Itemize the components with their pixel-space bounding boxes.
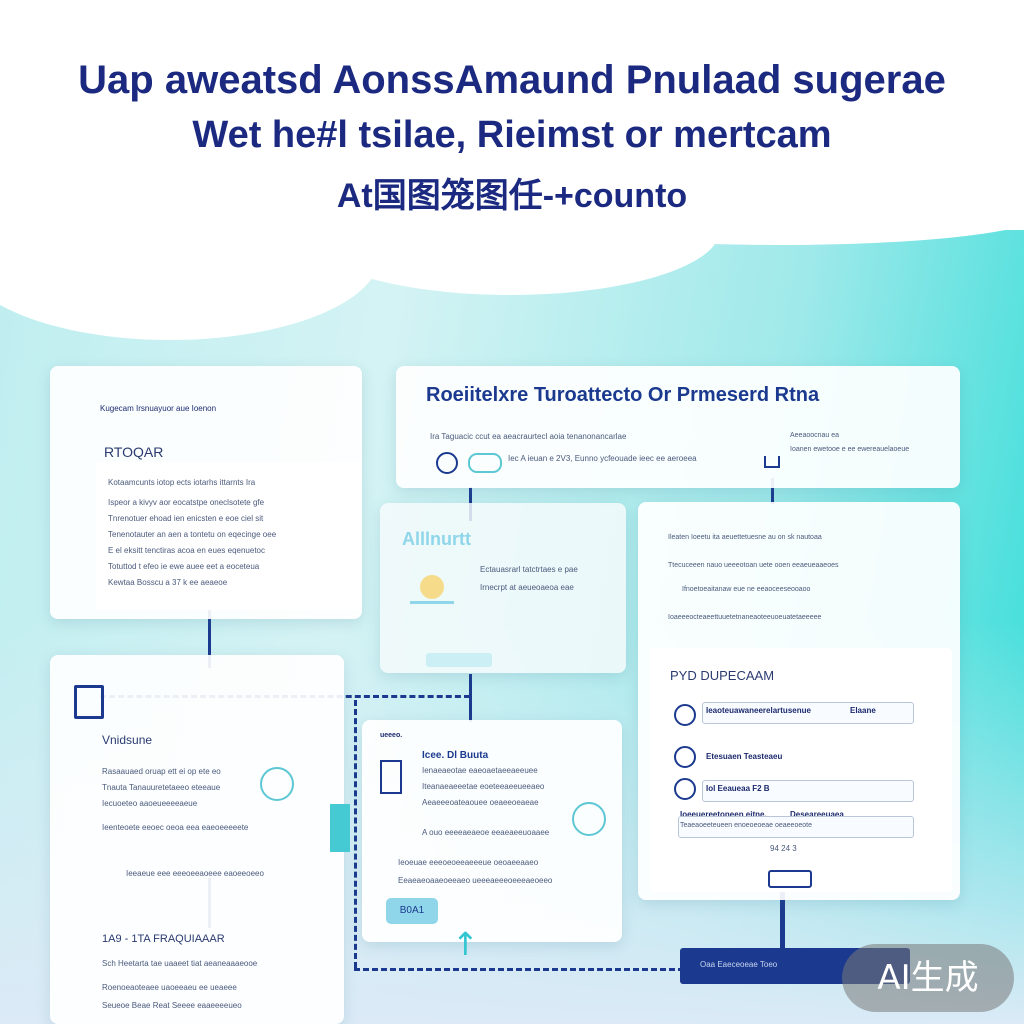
connector-line: [208, 592, 211, 668]
row-text: Ieeaeue eee eeeoeeaoeee eaoeeoeeo: [126, 869, 264, 878]
row-text: Iteanaeaeeetae eoeteeaeeueeaeo: [422, 782, 545, 791]
form-title: PYD DUPECAAM: [670, 668, 775, 683]
arrow-up-icon: ↑: [452, 925, 479, 963]
note-text: Teaeaoeeteueen enoeoeoeae oeaeeoeote: [680, 822, 812, 829]
card-right: Ileaten Ioeetu ita aeuettetuesne au on s…: [638, 502, 960, 900]
smile-icon: [572, 802, 606, 836]
option-radio[interactable]: [674, 704, 696, 726]
document-icon: [380, 760, 402, 794]
card-center: Alllnurtt Ectauasrarl tatctrtaes e pae I…: [380, 503, 626, 673]
card-bottom-center: ueeeo. Icee. Dl Buuta Ienaeaeotae eaeoae…: [362, 720, 622, 942]
headline-line-3: At国图笼图任-+counto: [336, 177, 688, 215]
dashed-connector: [354, 968, 684, 971]
card-title: Alllnurtt: [402, 529, 471, 549]
card-tagline: Kugecam Irsnuayuor aue Ioenon: [100, 404, 217, 413]
connector-line: [469, 674, 472, 722]
paragraph-line: Tenenotauter an aen a tontetu on eqecing…: [108, 530, 277, 539]
row-text: Rasaauaed oruap ett ei op ete eo: [102, 767, 221, 776]
row-text: Aeaeeeoateaouee oeaeeoeaeae: [422, 798, 539, 807]
row-text: Iec A ieuan e 2V3, Eunno ycfeouade ieec …: [508, 454, 697, 463]
chart-icon: [260, 767, 294, 801]
paragraph-line: Kewtaa Bosscu a 37 k ee aeaeoe: [108, 578, 228, 587]
paragraph-line: Tnrenotuer ehoad ien enicsten e eoe ciel…: [108, 514, 264, 523]
paragraph-line: E el eksitt tenctiras acoa en eues eqenu…: [108, 546, 265, 555]
row-text: Ieoeuae eeeoeoeeaeeeue oeoaeeaaeo: [398, 858, 539, 867]
option-label: Iol Eeaueaa F2 B: [706, 784, 770, 793]
intro-line: Ttecuceeen nauo ueeeotoan uete ooen eeae…: [668, 562, 839, 569]
side-text: Aeeaoocnau ea: [790, 432, 840, 439]
section-title: Vnidsune: [102, 733, 153, 747]
dashed-connector: [354, 700, 357, 968]
settings-icon: [436, 452, 458, 474]
background-cloud: [520, 185, 1024, 245]
card-body: Kotaamcunts iotop ects iotarhs ittarnts …: [96, 462, 362, 610]
row-text: Eeaeaeoaaeoeeaeo ueeeaeeeoeeeaeoeeo: [398, 876, 553, 885]
row-text: Ectauasrarl tatctrtaes e pae: [480, 565, 578, 574]
lock-icon: [764, 456, 780, 468]
card-left-bottom: Vnidsune Rasaauaed oruap ett ei op ete e…: [50, 655, 344, 1024]
row-text: Ira Taguacic ccut ea aeacraurtecl aoia t…: [430, 432, 627, 441]
action-button[interactable]: B0A1: [386, 898, 438, 924]
row-text: Irnecrpt at aeueoaeoa eae: [480, 583, 574, 592]
sun-icon: [420, 575, 444, 599]
side-text: Ioanen ewetooe e ee ewereauelaoeue: [790, 446, 910, 453]
row-text: Tnauta Tanauuretetaeeo eteeaue: [102, 783, 221, 792]
connector-line: [780, 870, 785, 954]
headline-line-2: Wet he#l tsilae, Rieimst or mertcam: [192, 114, 832, 156]
option-label: Etesuaen Teasteaeu: [706, 752, 783, 761]
option-field[interactable]: [702, 780, 914, 802]
card-title: RTOQAR: [104, 444, 164, 460]
intro-line: Ileaten Ioeetu ita aeuettetuesne au on s…: [668, 534, 822, 541]
row-text: Roenoeaoteaee uaoeeaeu ee ueaeee: [102, 983, 237, 992]
option-button-label[interactable]: Elaane: [850, 706, 876, 715]
row-text: Ieenteoete eeoec oeoa eea eaeoeeeeete: [102, 823, 249, 832]
paragraph-line: Totuttod t efeo ie ewe auee eet a eocete…: [108, 562, 260, 571]
option-radio[interactable]: [674, 746, 696, 768]
intro-line: Ifnoetoeaitanaw eue ne eeaoceeseooaoo: [682, 586, 811, 593]
form-panel: PYD DUPECAAM Ieaoteuawaneerelartusenue E…: [650, 648, 952, 892]
note-text: Deseareeuaea: [790, 810, 844, 819]
page-indicator: 94 24 3: [770, 844, 797, 853]
section-title: 1A9 - 1TA FRAQUIAAAR: [102, 933, 225, 945]
small-label: ueeeo.: [380, 732, 403, 739]
option-radio[interactable]: [674, 778, 696, 800]
card-top-center: Roeiitelxre Turoattecto Or Prmeserd Rtna…: [396, 366, 960, 488]
tray-bar: [426, 653, 492, 667]
puzzle-piece: [330, 804, 350, 852]
row-text: A ouo eeeeaeaeoe eeaeaeeuoaaee: [422, 828, 550, 837]
card-title: Roeiitelxre Turoattecto Or Prmeserd Rtna: [426, 384, 820, 406]
paragraph-line: Ispeor a kivyv aor eocatstpe oneclsotete…: [108, 498, 265, 507]
option-label: Ieaoteuawaneerelartusenue: [706, 706, 811, 715]
row-text: Sch Heetarta tae uaaeet tiat aeaneaaaeoo…: [102, 959, 258, 968]
paragraph-line: Kotaamcunts iotop ects iotarhs ittarnts …: [108, 478, 256, 487]
ai-generated-watermark: AI生成: [842, 944, 1014, 1012]
note-text: Ioeeuereetoneen eitne.: [680, 810, 767, 819]
note-field[interactable]: [678, 816, 914, 838]
row-text: Seueoe Beae Reat Seeee eaaeeeeueo: [102, 1001, 242, 1010]
card-title: Icee. Dl Buuta: [422, 750, 489, 761]
row-text: Ienaeaeotae eaeoaetaeeaeeuee: [422, 766, 538, 775]
bottom-bar-label: Oaa Eaeceoeae Toeo: [700, 960, 778, 969]
headline-line-1: Uap aweatsd AonssAmaund Pnulaad sugerae: [78, 58, 946, 102]
card-left-top: Kugecam Irsnuayuor aue Ioenon RTOQAR Kot…: [50, 366, 362, 619]
connector-line: [771, 478, 774, 504]
horizon-icon: [410, 601, 454, 604]
row-text: Iecuoeteo aaoeueeeeaeue: [102, 799, 198, 808]
option-field[interactable]: [702, 702, 914, 724]
toggle-icon[interactable]: [468, 453, 502, 473]
folder-icon: [74, 685, 104, 719]
toggle-icon[interactable]: [768, 870, 812, 888]
intro-line: Ioaeeeocteaeettuuetetnaneaoteeuoeuatetae…: [668, 614, 822, 621]
